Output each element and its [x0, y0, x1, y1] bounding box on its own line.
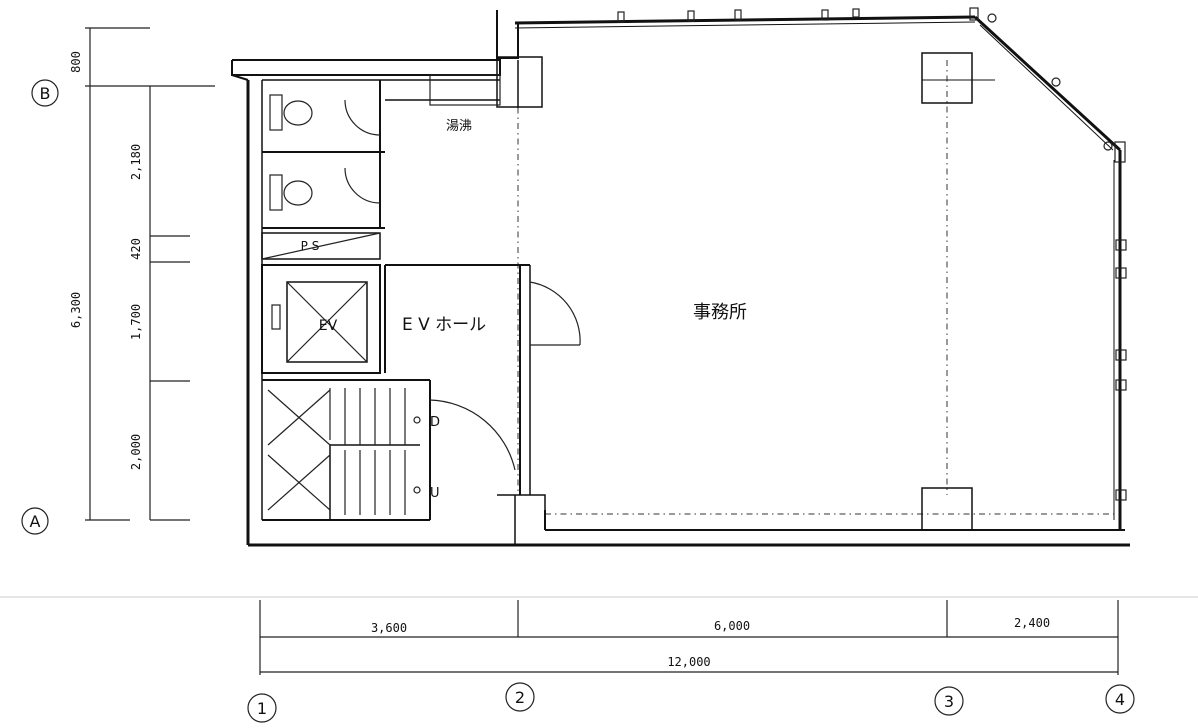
stair-down-label: D [430, 415, 440, 430]
stairs: D U [262, 379, 516, 521]
dim-2180: 2,180 [129, 144, 143, 180]
column-axis-1: 1 [247, 693, 277, 723]
office-label: 事務所 [693, 302, 747, 323]
ev-hall-label: E V ホール [402, 315, 486, 335]
row-axis-b: B [31, 79, 59, 107]
grid-lines [517, 30, 1118, 515]
column-axis-4: 4 [1105, 684, 1135, 714]
dim-3600: 3,600 [371, 621, 407, 635]
ps-shaft: P S [261, 232, 381, 260]
dim-420: 420 [129, 238, 143, 260]
row-axis-a-label: A [30, 512, 41, 531]
toilet-icon [269, 94, 313, 131]
ps-label: P S [301, 239, 320, 253]
outer-walls [231, 10, 1130, 547]
horizontal-dimensions: 3,600 6,000 2,400 12,000 [259, 600, 1119, 675]
column-axis-4-label: 4 [1115, 690, 1125, 709]
dim-800: 800 [69, 51, 83, 73]
ev-hall: E V ホール [384, 264, 581, 495]
dim-2000: 2,000 [129, 434, 143, 470]
column-axis-2: 2 [505, 682, 535, 712]
vertical-dimensions: 800 6,300 2,180 420 1,700 2,000 [69, 27, 215, 521]
kitchenette-label: 湯沸 [446, 119, 472, 134]
dim-2400: 2,400 [1014, 616, 1050, 630]
column-axis-2-label: 2 [515, 688, 525, 707]
elevator: EV [261, 264, 381, 374]
column-axis-3-label: 3 [944, 692, 954, 711]
dim-1700: 1,700 [129, 304, 143, 340]
window-ticks [617, 7, 1127, 501]
stair-up-label: U [430, 486, 440, 501]
toilet-icon [269, 174, 313, 211]
column-axis-1-label: 1 [257, 699, 267, 718]
ev-label: EV [319, 318, 338, 334]
row-axis-a: A [21, 507, 49, 535]
dim-6300: 6,300 [69, 292, 83, 328]
dim-6000: 6,000 [714, 619, 750, 633]
row-axis-b-label: B [40, 84, 51, 103]
column-axis-3: 3 [934, 686, 964, 716]
dim-12000: 12,000 [667, 655, 710, 669]
toilet-area: 湯沸 [262, 74, 501, 229]
